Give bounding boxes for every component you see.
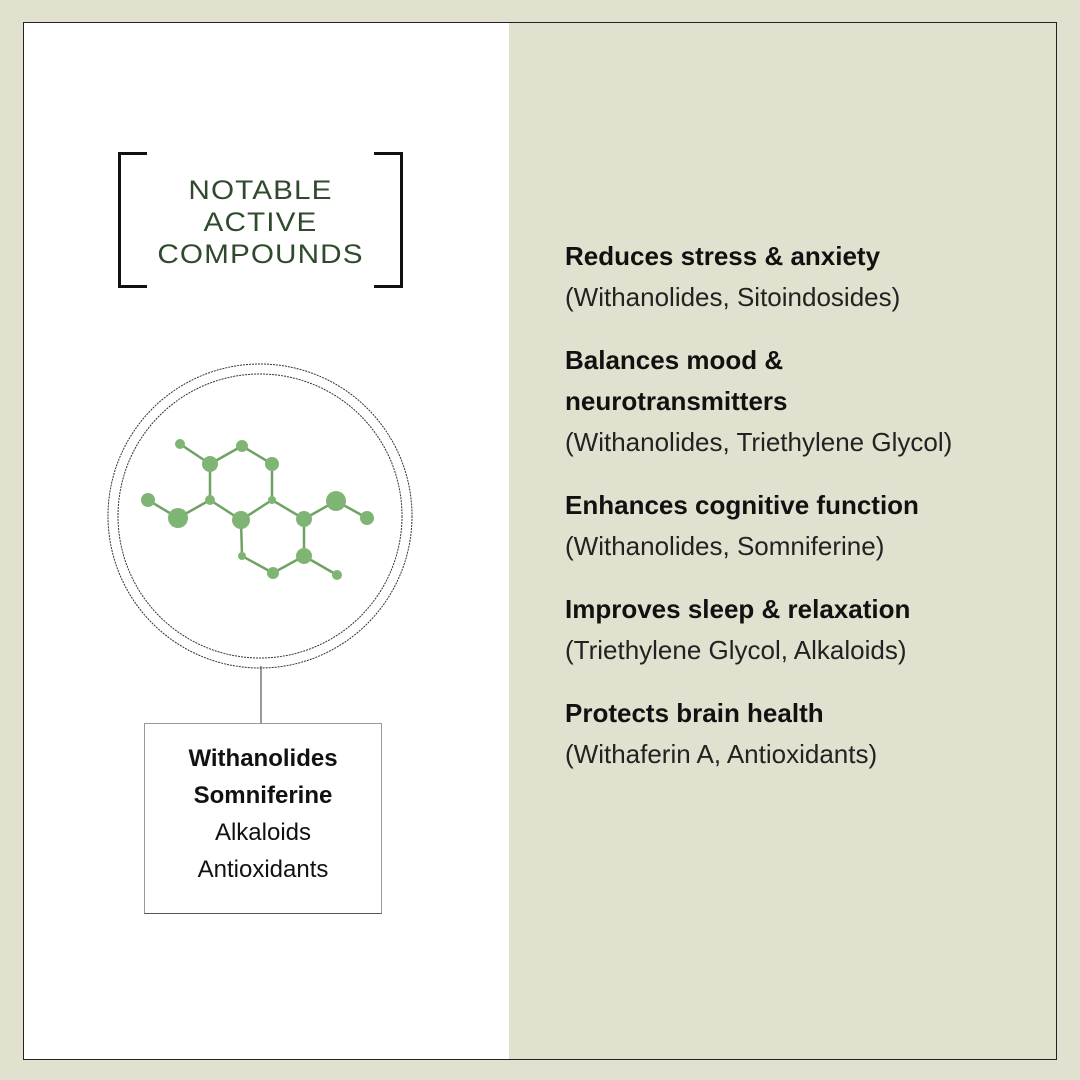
compound: Antioxidants: [197, 856, 329, 883]
left-bracket: [118, 152, 147, 288]
frame-border: [23, 22, 1057, 1060]
atom: [268, 496, 276, 504]
benefit-item: Reduces stress & anxiety (Withanolides, S…: [565, 236, 1045, 318]
section-title: NOTABLE ACTIVE COMPOUNDS: [118, 152, 403, 288]
benefit-heading: Balances mood & neurotransmitters: [565, 345, 788, 416]
outer-circle: [107, 363, 413, 669]
benefit-heading: Protects brain health: [565, 698, 824, 728]
benefit-item: Balances mood & neurotransmitters (Withan…: [565, 340, 1045, 463]
atom: [141, 493, 155, 507]
title-line: ACTIVE: [203, 207, 318, 237]
atom: [326, 491, 346, 511]
inner-circle: [117, 373, 403, 659]
atom: [332, 570, 342, 580]
atom: [296, 548, 312, 564]
benefit-sources: (Triethylene Glycol, Alkaloids): [565, 635, 907, 665]
atom: [168, 508, 188, 528]
atom: [236, 440, 248, 452]
benefit-sources: (Withaferin A, Antioxidants): [565, 739, 878, 769]
benefit-item: Enhances cognitive function (Withanolides…: [565, 485, 1045, 567]
benefit-sources: (Withanolides, Somniferine): [565, 531, 885, 561]
benefit-item: Protects brain health (Withaferin A, Anti…: [565, 693, 1045, 775]
compound: Alkaloids: [214, 819, 312, 846]
benefit-heading: Enhances cognitive function: [565, 490, 919, 520]
benefit-heading: Improves sleep & relaxation: [565, 594, 911, 624]
compound: Somniferine: [193, 782, 333, 809]
benefit-sources: (Withanolides, Sitoindosides): [565, 282, 901, 312]
left-panel: [24, 23, 509, 1059]
atom: [205, 495, 215, 505]
atom: [202, 456, 218, 472]
benefits-list: Reduces stress & anxiety (Withanolides, S…: [565, 236, 1045, 797]
atom: [360, 511, 374, 525]
benefit-item: Improves sleep & relaxation (Triethylene …: [565, 589, 1045, 671]
title-line: COMPOUNDS: [157, 239, 364, 269]
compounds-box: Withanolides Somniferine Alkaloids Antio…: [144, 723, 382, 914]
atom: [232, 511, 250, 529]
atom: [267, 567, 279, 579]
atom: [175, 439, 185, 449]
atom: [238, 552, 246, 560]
benefit-heading: Reduces stress & anxiety: [565, 241, 881, 271]
title-line: NOTABLE: [188, 175, 333, 205]
benefit-sources: (Withanolides, Triethylene Glycol): [565, 427, 953, 457]
atom: [265, 457, 279, 471]
right-bracket: [374, 152, 403, 288]
atom: [296, 511, 312, 527]
compound: Withanolides: [188, 745, 338, 772]
